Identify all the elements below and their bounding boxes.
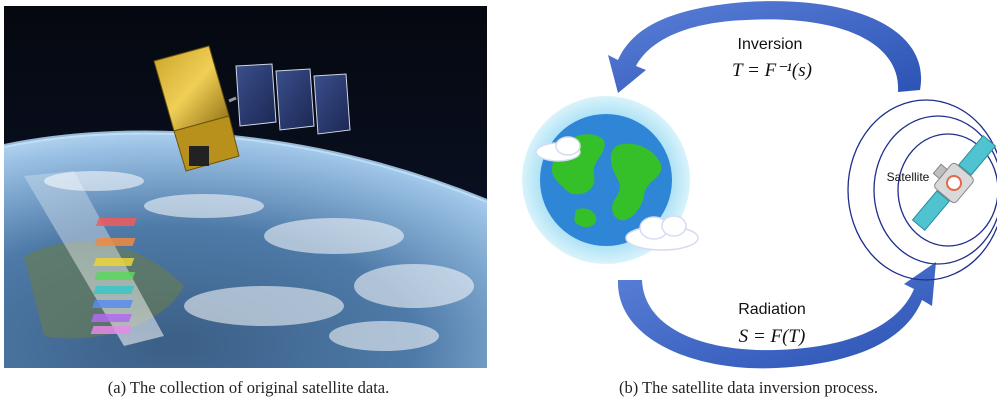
solar-panels xyxy=(235,63,351,135)
spectral-layers xyxy=(90,218,137,334)
inversion-diagram: Inversion T = F⁻¹(s) Radiation S = F(T) … xyxy=(522,1,997,369)
radiation-arrow xyxy=(617,262,936,369)
inversion-label: Inversion xyxy=(738,36,803,53)
radiation-formula: S = F(T) xyxy=(739,326,806,347)
caption-a: (a) The collection of original satellite… xyxy=(107,378,390,397)
inversion-formula: T = F⁻¹(s) xyxy=(732,60,812,81)
caption-b: (b) The satellite data inversion process… xyxy=(618,378,879,397)
inversion-arrow xyxy=(608,1,922,93)
satellite-icon xyxy=(911,135,997,231)
satellite-body xyxy=(153,45,240,172)
radiation-label: Radiation xyxy=(738,301,806,318)
cloud-cover xyxy=(44,171,474,351)
satellite-label: Satellite xyxy=(887,170,930,184)
orbit-rings xyxy=(847,99,997,281)
cloud-icon xyxy=(535,136,699,251)
satellite-photo xyxy=(4,6,487,368)
